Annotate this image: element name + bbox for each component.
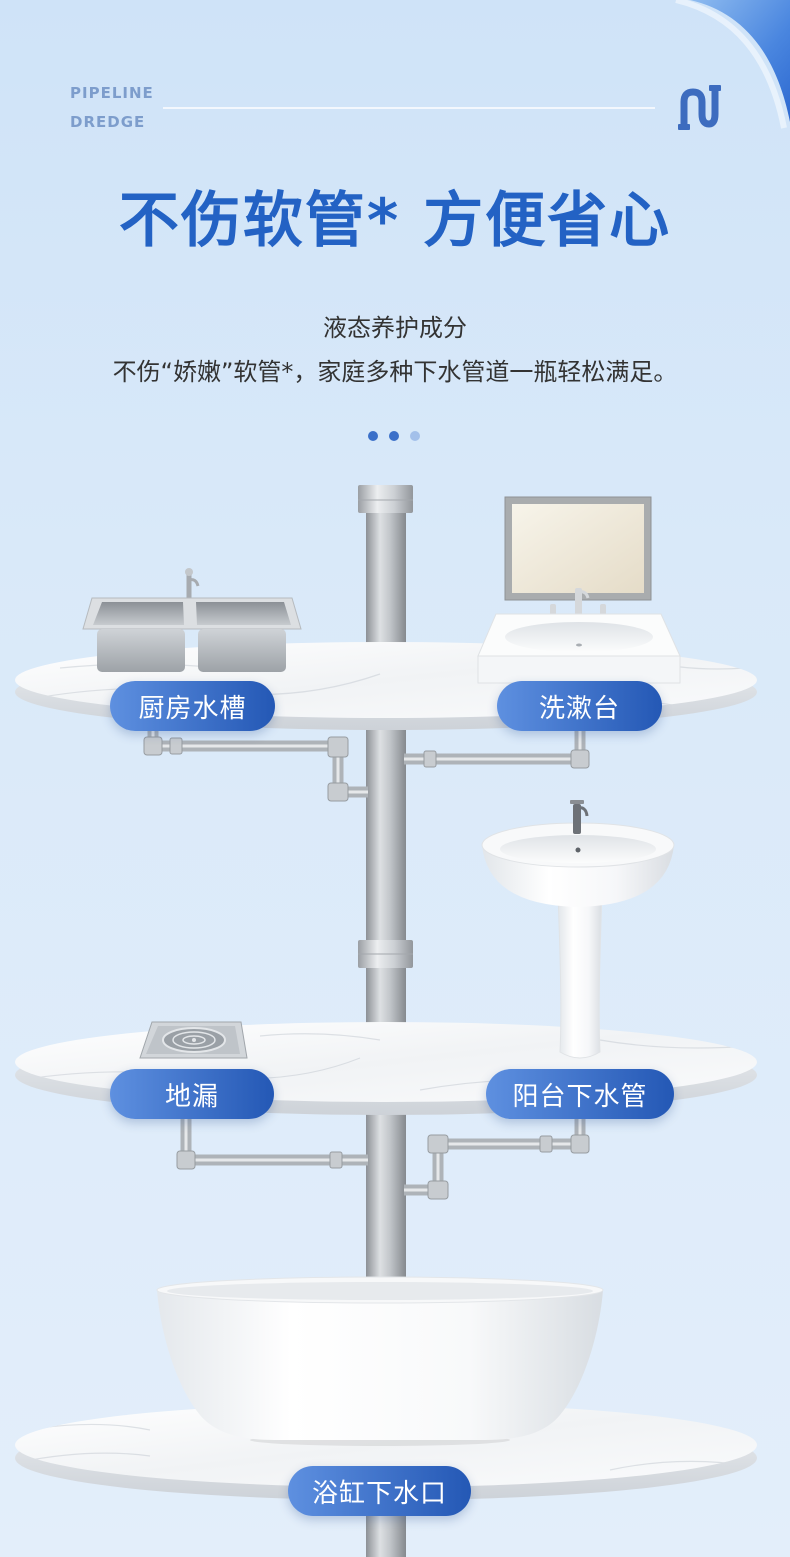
logo-cap-top	[709, 85, 721, 91]
pipe-logo-icon	[678, 85, 721, 130]
kitchen-branch-pipe	[147, 725, 368, 798]
pipe-fittings	[143, 736, 590, 1200]
bathtub-body	[157, 1290, 603, 1440]
pipe-top-cap	[358, 485, 413, 513]
logo-pipe-left	[680, 88, 719, 128]
label-balcony-drain: 阳台下水管	[486, 1069, 674, 1119]
sink-right-basin	[198, 629, 286, 672]
pedestal-faucet	[573, 804, 581, 834]
kitchen-sink-illustration	[82, 568, 302, 672]
sink-left-basin	[97, 629, 185, 672]
mirror-glass	[512, 504, 644, 593]
pipe-coupler	[169, 737, 183, 755]
header-divider	[163, 107, 655, 109]
label-bathtub-drain: 浴缸下水口	[288, 1466, 471, 1516]
pagination-dot[interactable]	[389, 431, 399, 441]
pipe-elbow	[570, 749, 590, 769]
pipe-elbow	[143, 736, 163, 756]
washbasin-faucet	[575, 588, 582, 615]
pedestal-basin-drain	[575, 847, 581, 853]
pipe-coupler	[329, 1151, 343, 1169]
page-title: 不伤软管* 方便省心	[118, 186, 672, 256]
floor-drain-grate-ring	[172, 1031, 216, 1049]
pagination-dots	[368, 431, 420, 441]
corner-glow	[675, 0, 787, 129]
pipe-coupler	[423, 750, 437, 768]
washbasin-faucet-spout	[577, 590, 590, 599]
pedestal-sink-illustration	[481, 800, 675, 1059]
logo-cap-bottom	[678, 124, 690, 130]
bathtub-inner	[167, 1282, 593, 1300]
pipe-elbow	[427, 1134, 449, 1154]
kitchen-faucet-spout	[188, 578, 200, 587]
washbasin-front	[477, 655, 681, 684]
pipe-elbow	[176, 1150, 196, 1170]
marble-vein	[259, 1033, 381, 1041]
washbasin-bowl	[505, 622, 653, 652]
pedestal	[557, 891, 603, 1059]
pedestal-faucet-spout	[576, 806, 589, 817]
header-line-pipeline: PIPELINE	[70, 84, 154, 102]
pagination-dot[interactable]	[368, 431, 378, 441]
pipe-elbow	[570, 1134, 590, 1154]
washbasin-right-knob	[600, 604, 606, 616]
label-washbasin: 洗漱台	[497, 681, 662, 731]
header-line-dredge: DREDGE	[70, 113, 146, 131]
subtitle-line-2: 不伤“娇嫩”软管*，家庭多种下水管道一瓶轻松满足。	[112, 358, 678, 386]
shelf-top	[15, 1403, 757, 1487]
pipe-elbow	[327, 782, 349, 802]
pipe-elbow	[427, 1180, 449, 1200]
washbasin-drain	[576, 643, 582, 647]
pipe-coupler	[539, 1135, 553, 1153]
pipe-elbow	[327, 736, 349, 758]
sink-left-basin-opening	[93, 602, 184, 625]
sink-right-basin-opening	[196, 602, 291, 625]
marble-shelf-lower	[15, 1403, 757, 1500]
floor-drain-illustration	[139, 1021, 248, 1059]
floor-drain-grate-ring	[182, 1035, 206, 1045]
subtitle-line-1: 液态养护成分	[323, 314, 467, 342]
pagination-dot[interactable]	[410, 431, 420, 441]
kitchen-faucet-knob	[185, 568, 193, 576]
washbasin-left-knob	[550, 604, 556, 616]
label-floor-drain: 地漏	[110, 1069, 274, 1119]
pedestal-faucet-handle	[570, 800, 584, 804]
bathtub-illustration	[156, 1276, 604, 1446]
corner-decoration	[675, 0, 790, 129]
label-kitchen-sink: 厨房水槽	[110, 681, 275, 731]
washbasin-illustration	[477, 496, 681, 684]
floor-drain-center	[192, 1038, 196, 1042]
corner-blue-arc	[690, 0, 790, 122]
